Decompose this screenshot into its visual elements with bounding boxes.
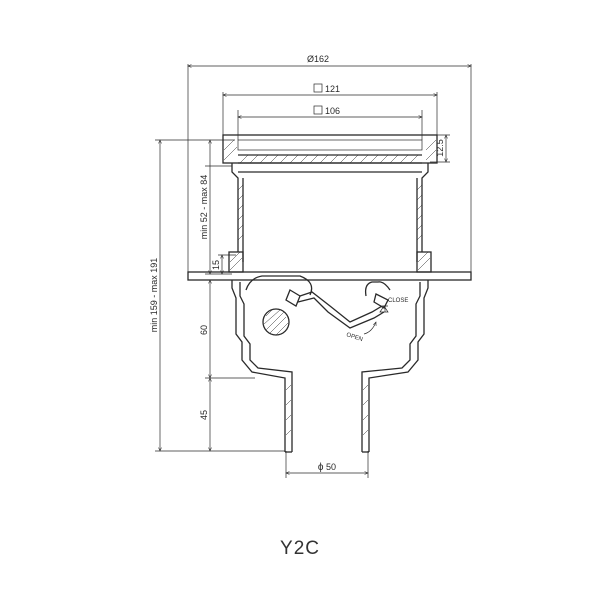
float-ball bbox=[262, 308, 290, 336]
dimension-lines bbox=[155, 64, 471, 478]
small-height-label: 15 bbox=[211, 260, 221, 270]
odour-trap-flap bbox=[245, 275, 391, 329]
grate-frame bbox=[222, 134, 438, 252]
open-indicator: OPEN bbox=[345, 322, 376, 343]
total-range-label: min 159 - max 191 bbox=[149, 258, 159, 333]
open-label: OPEN bbox=[345, 332, 363, 343]
drain-body bbox=[231, 280, 429, 453]
body-height-label: 60 bbox=[199, 325, 209, 335]
close-indicator: CLOSE bbox=[379, 298, 408, 313]
clamp-flange bbox=[187, 251, 472, 281]
adjust-range-label: min 52 - max 84 bbox=[199, 175, 209, 240]
square-inner-label: 106 bbox=[325, 106, 340, 116]
close-label: CLOSE bbox=[388, 298, 408, 304]
outer-diameter-label: Ø162 bbox=[307, 54, 329, 64]
riser-pipe bbox=[237, 178, 423, 262]
outlet-diameter-label: ϕ 50 bbox=[318, 462, 336, 473]
square-outer-label: 121 bbox=[325, 84, 340, 94]
model-name: Y2C bbox=[280, 538, 320, 559]
flange-height-label: 12.5 bbox=[435, 139, 445, 157]
outlet-height-label: 45 bbox=[199, 410, 209, 420]
